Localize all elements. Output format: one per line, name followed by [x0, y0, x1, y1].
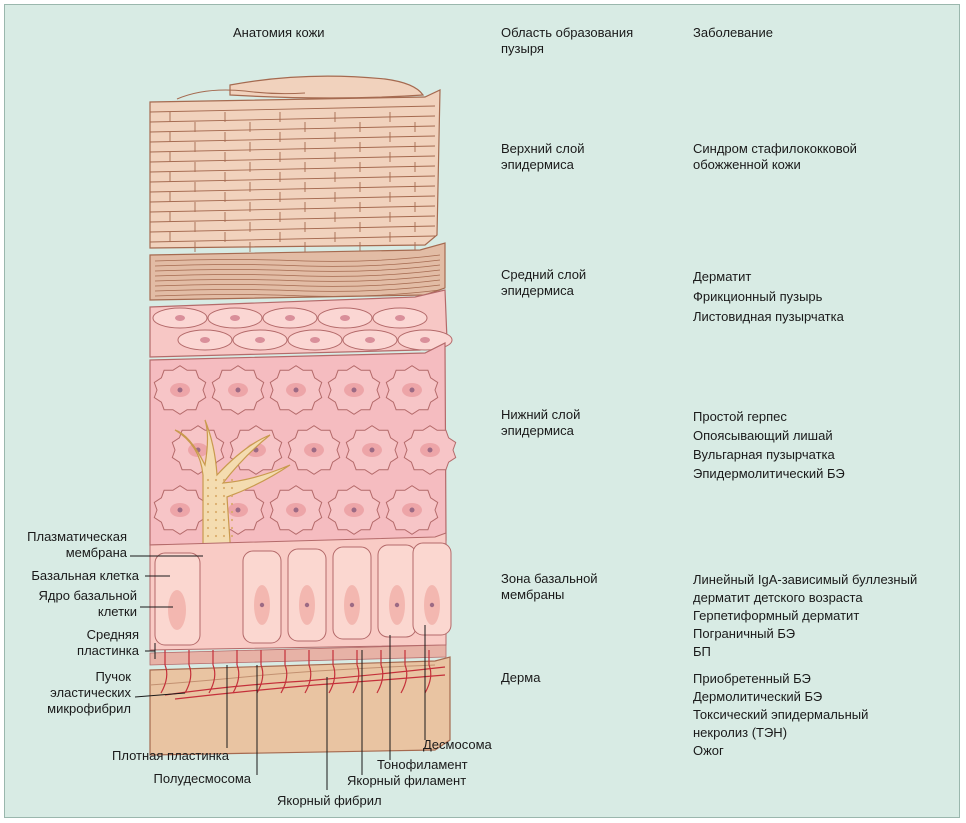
flat-cell-nucleus: [395, 315, 405, 321]
label-hemidesmosome: Полудесмосома: [154, 771, 251, 787]
row-diseases-upper: Синдром стафилококковой обожженной кожи: [693, 141, 857, 173]
basal-cell-nucleolus: [305, 603, 309, 607]
spinous-cell-nucleus: [294, 508, 299, 513]
spinous-cell-nucleus: [294, 388, 299, 393]
row-region-lower: Нижний слой эпидермиса: [501, 407, 580, 439]
spinous-cell-nucleus: [312, 448, 317, 453]
row-diseases-bmz: Линейный IgA-зависимый буллезный дермати…: [693, 571, 917, 661]
spinous-cell-nucleus: [352, 388, 357, 393]
flat-cell-nucleus: [365, 337, 375, 343]
flat-cell-nucleus: [340, 315, 350, 321]
row-region-middle: Средний слой эпидермиса: [501, 267, 586, 299]
flat-cell-nucleus: [175, 315, 185, 321]
flat-cell-nucleus: [200, 337, 210, 343]
spinous-cell-nucleus: [428, 448, 433, 453]
flat-cell-nucleus: [285, 315, 295, 321]
label-desmosome: Десмосома: [423, 737, 492, 753]
label-lamina-densa: Плотная пластинка: [112, 748, 229, 764]
spinous-cell-nucleus: [178, 388, 183, 393]
flat-cell-nucleus: [420, 337, 430, 343]
label-anchoring-fibril: Якорный фибрил: [277, 793, 382, 809]
basal-cell-nucleus: [168, 590, 186, 630]
header-region: Область образования пузыря: [501, 25, 633, 57]
label-elastic-bundle: Пучок эластических микрофибрил: [47, 669, 131, 717]
row-diseases-middle: Дерматит Фрикционный пузырь Листовидная …: [693, 267, 844, 327]
label-anchoring-filament: Якорный филамент: [347, 773, 466, 789]
label-basal-nucleus: Ядро базальной клетки: [39, 588, 138, 620]
basal-layer: [150, 533, 451, 650]
label-plasma-membrane: Плазматическая мембрана: [27, 529, 127, 561]
header-anatomy: Анатомия кожи: [233, 25, 325, 41]
spinous-cell-nucleus: [236, 388, 241, 393]
row-region-dermis: Дерма: [501, 670, 540, 686]
row-diseases-lower: Простой герпес Опоясывающий лишай Вульга…: [693, 407, 845, 483]
flat-cell-nucleus: [255, 337, 265, 343]
spinous-cell-nucleus: [410, 508, 415, 513]
row-diseases-dermis: Приобретенный БЭ Дермолитический БЭ Токс…: [693, 670, 868, 760]
stratum-spinosum: [150, 343, 456, 545]
diagram-frame: Анатомия кожи Область образования пузыря…: [4, 4, 960, 818]
row-region-upper: Верхний слой эпидермиса: [501, 141, 585, 173]
stratum-corneum: [150, 76, 440, 252]
label-lamina-lucida: Средняя пластинка: [77, 627, 139, 659]
basal-cell-nucleolus: [260, 603, 264, 607]
label-basal-cell: Базальная клетка: [31, 568, 139, 584]
flat-cell-nucleus: [230, 315, 240, 321]
stratum-granulosum: [150, 243, 445, 300]
spinous-cell-nucleus: [352, 508, 357, 513]
spinous-cell-nucleus: [370, 448, 375, 453]
row-region-bmz: Зона базальной мембраны: [501, 571, 598, 603]
dermis: [150, 650, 450, 755]
header-disease: Заболевание: [693, 25, 773, 41]
basal-cell-nucleolus: [350, 603, 354, 607]
basal-cell-nucleolus: [395, 603, 399, 607]
label-tonofilament: Тонофиламент: [377, 757, 468, 773]
stratum-spinosum-upper: [150, 290, 452, 357]
spinous-cell-nucleus: [178, 508, 183, 513]
flat-cell-nucleus: [310, 337, 320, 343]
spinous-cell-nucleus: [410, 388, 415, 393]
basal-cell-nucleolus: [430, 603, 434, 607]
